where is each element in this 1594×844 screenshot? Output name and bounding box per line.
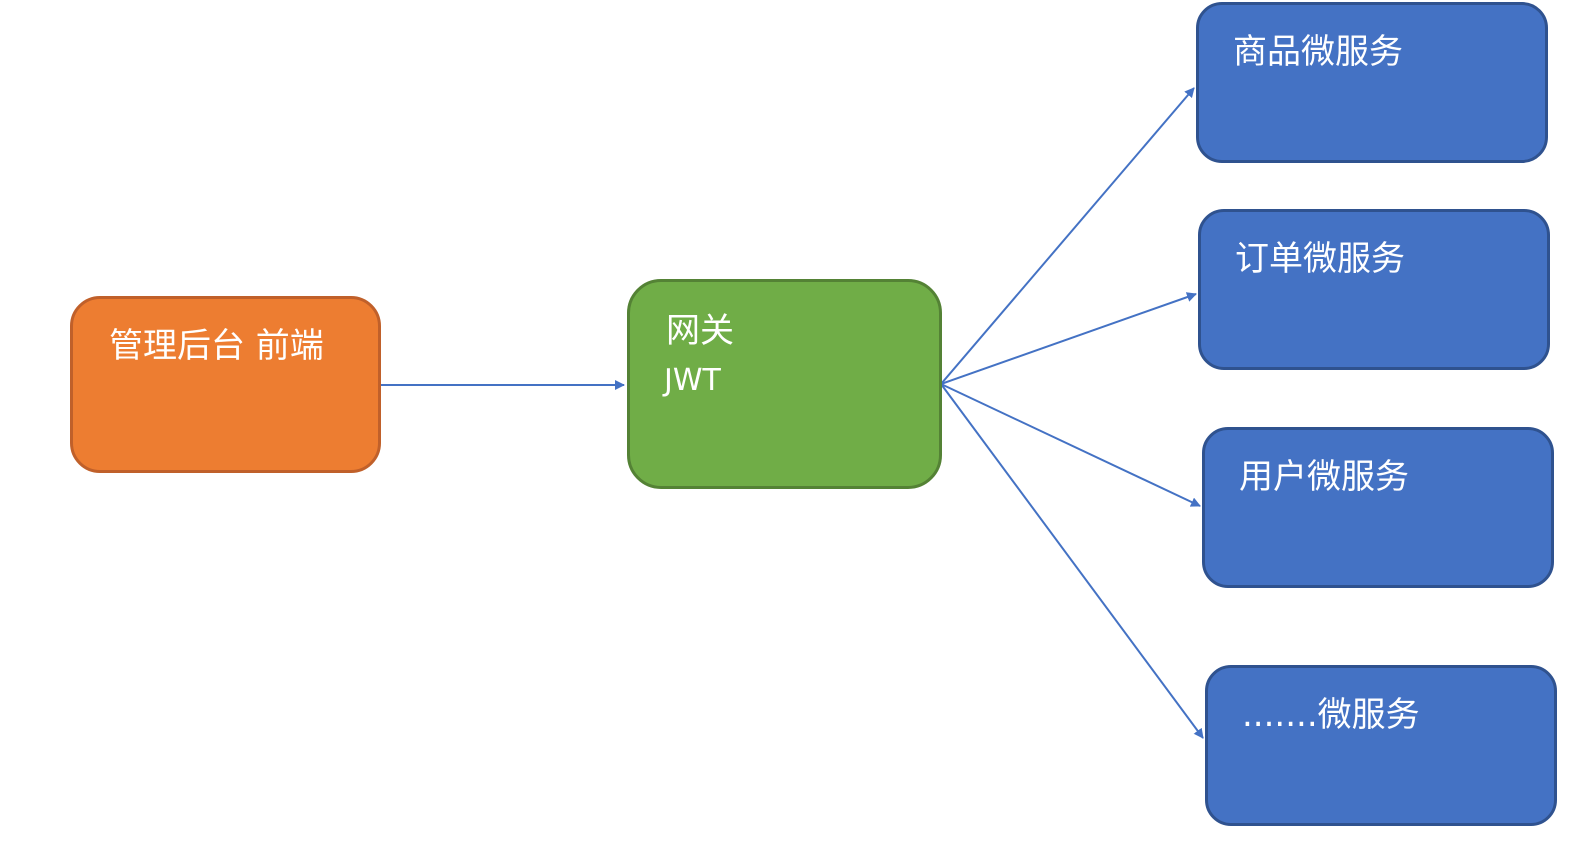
- gateway-node: 网关 JWT: [627, 279, 942, 489]
- edge-gateway-to-order-service: [940, 292, 1197, 385]
- other-service-node: .......微服务: [1205, 665, 1557, 826]
- gateway-label: 网关: [666, 311, 734, 351]
- order-service-node: 订单微服务: [1198, 209, 1550, 370]
- product-service-node: 商品微服务: [1196, 2, 1548, 163]
- other-service-label: .......微服务: [1242, 695, 1420, 735]
- edge-gateway-to-other-service: [940, 383, 1204, 739]
- order-service-label: 订单微服务: [1235, 239, 1405, 279]
- user-service-node: 用户微服务: [1202, 427, 1554, 588]
- frontend-node: 管理后台 前端: [70, 296, 381, 473]
- edge-gateway-to-product-service: [940, 87, 1195, 385]
- user-service-label: 用户微服务: [1239, 457, 1409, 497]
- product-service-label: 商品微服务: [1233, 32, 1403, 72]
- gateway-jwt-label: JWT: [664, 363, 721, 398]
- frontend-label: 管理后台 前端: [109, 326, 324, 366]
- edge-gateway-to-user-service: [940, 383, 1201, 507]
